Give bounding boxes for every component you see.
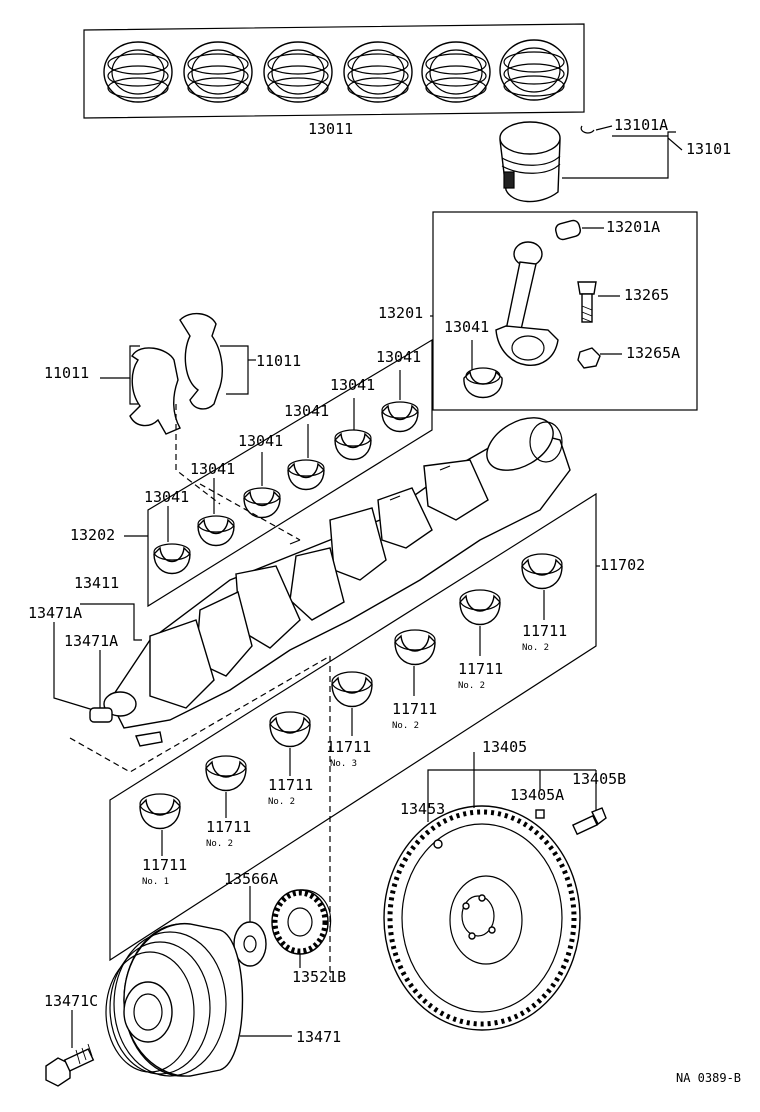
connecting-rod-box <box>432 211 698 411</box>
note-11711-d: No. 3 <box>330 759 357 769</box>
label-13041-c: 13041 <box>284 402 329 420</box>
label-11711-f: 11711 <box>206 818 251 836</box>
main-bearing-upper-box <box>147 338 433 608</box>
flywheel-bolt <box>571 807 607 836</box>
crankshaft-pulley <box>105 923 244 1077</box>
label-13405B: 13405B <box>572 770 626 788</box>
label-11702: 11702 <box>600 556 645 574</box>
pulley-bolt <box>45 1043 95 1087</box>
label-11711-d: 11711 <box>326 738 371 756</box>
label-11711-e: 11711 <box>268 776 313 794</box>
label-13471: 13471 <box>296 1028 341 1046</box>
label-13566A: 13566A <box>224 870 278 888</box>
label-13041-a: 13041 <box>376 348 421 366</box>
thrust-washer-right <box>179 313 223 410</box>
label-11711-a: 11711 <box>522 622 567 640</box>
note-11711-b: No. 2 <box>458 681 485 691</box>
label-13041-rod: 13041 <box>444 318 489 336</box>
label-11011-left: 11011 <box>44 364 89 382</box>
label-13041-b: 13041 <box>330 376 375 394</box>
piston-pin <box>554 219 582 241</box>
note-11711-f: No. 2 <box>206 839 233 849</box>
flywheel <box>383 805 581 1031</box>
label-13201A: 13201A <box>606 218 660 236</box>
crankshaft <box>103 417 571 729</box>
label-11711-c: 11711 <box>392 700 437 718</box>
piston <box>499 121 561 203</box>
label-13405A: 13405A <box>510 786 564 804</box>
snap-ring <box>580 125 595 134</box>
note-11711-e: No. 2 <box>268 797 295 807</box>
label-13405: 13405 <box>482 738 527 756</box>
label-13471A-1: 13471A <box>28 604 82 622</box>
label-11711-g: 11711 <box>142 856 187 874</box>
label-13011: 13011 <box>308 120 353 138</box>
thrust-washer-left <box>129 347 181 435</box>
label-13101A: 13101A <box>614 116 668 134</box>
label-11711-b: 11711 <box>458 660 503 678</box>
label-13471A-2: 13471A <box>64 632 118 650</box>
rod-bolt <box>577 281 597 323</box>
figure-reference: NA 0389-B <box>676 1071 741 1085</box>
label-13202: 13202 <box>70 526 115 544</box>
label-13041-d: 13041 <box>238 432 283 450</box>
main-bearings-upper <box>153 401 419 575</box>
piston-ring-set-box <box>83 23 585 119</box>
note-11711-c: No. 2 <box>392 721 419 731</box>
label-13101: 13101 <box>686 140 731 158</box>
crank-key <box>89 707 163 747</box>
knock-pin <box>535 809 545 819</box>
main-bearings-lower <box>139 553 563 830</box>
label-13521B: 13521B <box>292 968 346 986</box>
rod-bearing <box>463 367 503 399</box>
timing-gear <box>271 889 332 955</box>
piston-rings <box>103 39 569 103</box>
label-13265: 13265 <box>624 286 669 304</box>
label-13041-f: 13041 <box>144 488 189 506</box>
main-bearing-lower-box <box>109 492 597 962</box>
rod-nut <box>577 347 601 369</box>
label-13201: 13201 <box>378 304 423 322</box>
label-13041-e: 13041 <box>190 460 235 478</box>
note-11711-a: No. 2 <box>522 643 549 653</box>
note-11711-g: No. 1 <box>142 877 169 887</box>
label-13453: 13453 <box>400 800 445 818</box>
label-11011-right: 11011 <box>256 352 301 370</box>
label-13265A: 13265A <box>626 344 680 362</box>
connecting-rod <box>495 241 559 366</box>
label-13411: 13411 <box>74 574 119 592</box>
label-13471C: 13471C <box>44 992 98 1010</box>
